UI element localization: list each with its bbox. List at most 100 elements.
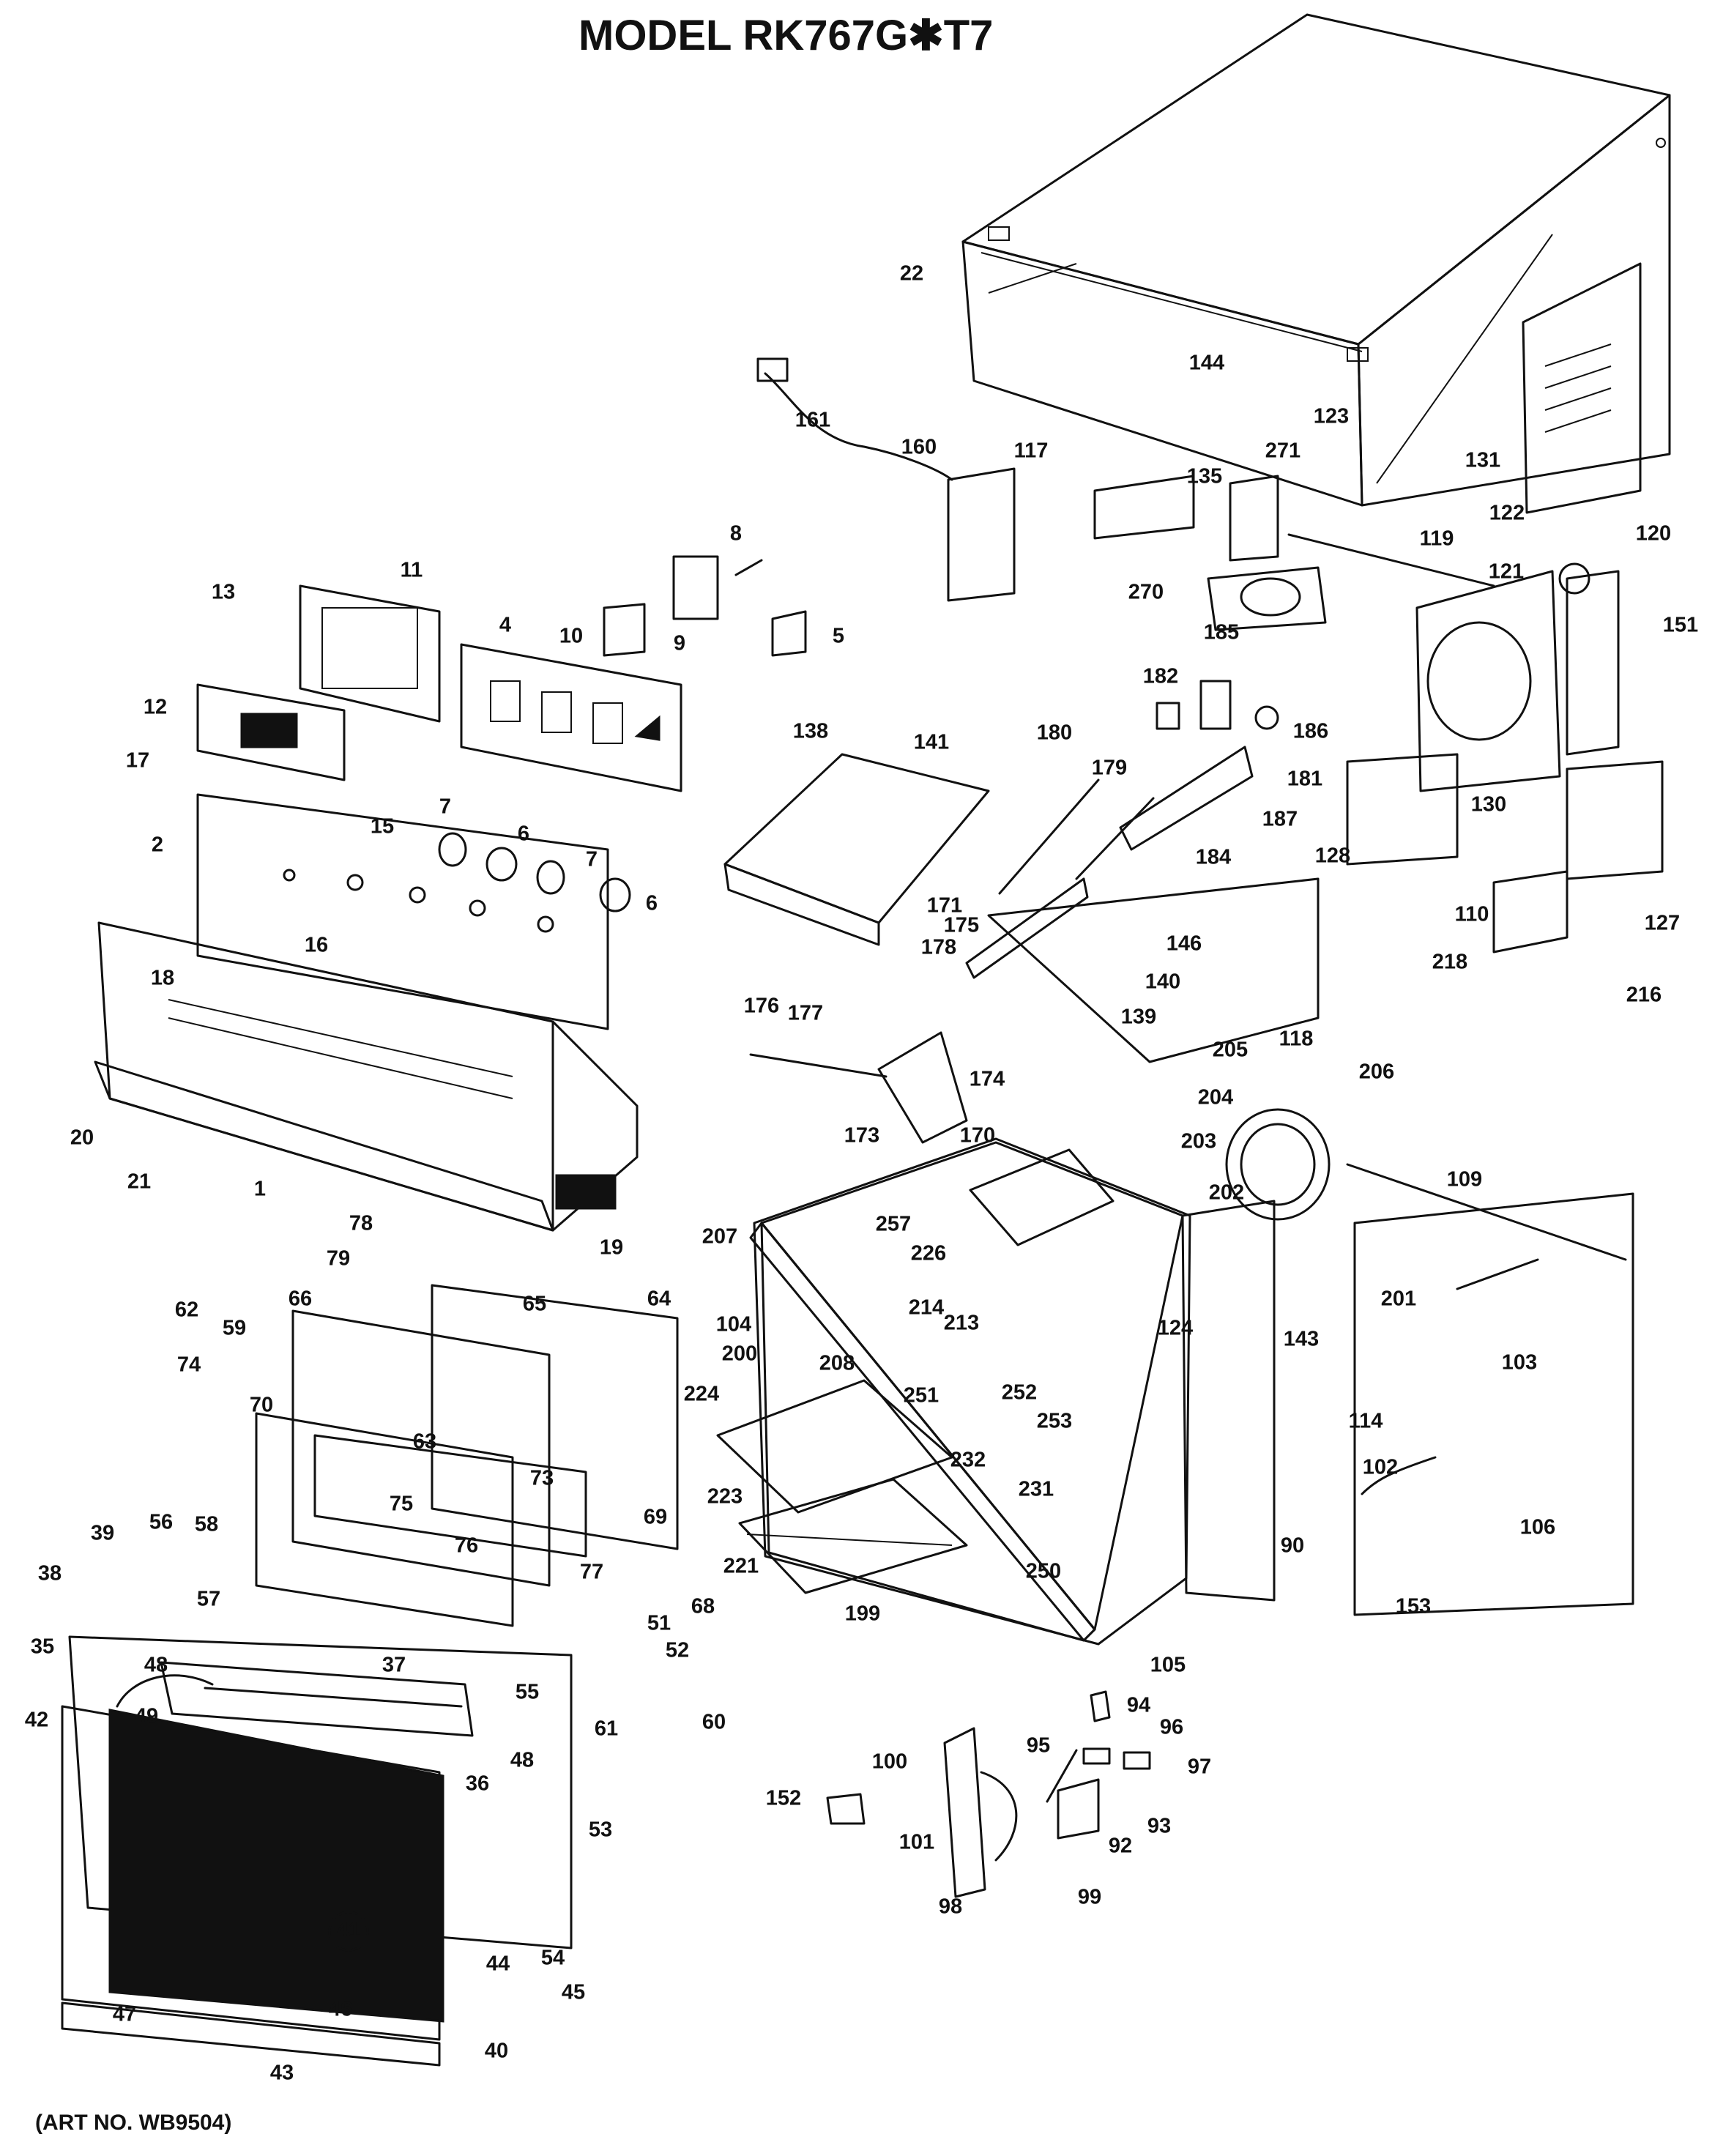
part-label-271: 271 [1265, 439, 1300, 463]
part-label-178: 178 [921, 936, 956, 959]
part-label-208: 208 [819, 1352, 855, 1375]
part-label-93: 93 [1147, 1815, 1171, 1838]
model-title: MODEL RK767G✱T7 [578, 12, 993, 59]
part-label-123: 123 [1314, 405, 1349, 428]
part-label-252: 252 [1002, 1381, 1037, 1405]
part-label-63: 63 [413, 1430, 436, 1454]
latch-mechanism [826, 1690, 1151, 1898]
side-vent-panel [1522, 262, 1642, 514]
part-label-103: 103 [1502, 1351, 1537, 1375]
part-label-250: 250 [1026, 1560, 1061, 1583]
part-label-180: 180 [1037, 721, 1072, 745]
part-label-44: 44 [486, 1952, 510, 1976]
part-label-110: 110 [1455, 903, 1489, 926]
part-label-232: 232 [950, 1449, 986, 1472]
part-label-118: 118 [1279, 1027, 1314, 1051]
part-label-11: 11 [401, 559, 423, 582]
part-label-7: 7 [439, 795, 451, 819]
part-label-185: 185 [1204, 621, 1239, 644]
part-label-138: 138 [793, 720, 828, 743]
part-label-16: 16 [305, 934, 328, 957]
oven-liner [749, 1137, 1276, 1646]
part-label-161: 161 [795, 409, 830, 432]
part-label-176: 176 [744, 995, 779, 1018]
part-label-41: 41 [337, 1919, 360, 1942]
part-label-8: 8 [730, 522, 742, 546]
part-label-206: 206 [1359, 1060, 1394, 1084]
part-label-65: 65 [523, 1293, 546, 1316]
part-label-4: 4 [499, 614, 511, 637]
part-label-231: 231 [1019, 1478, 1054, 1501]
part-label-106: 106 [1520, 1516, 1555, 1539]
part-label-52: 52 [666, 1639, 689, 1662]
part-label-224: 224 [684, 1383, 719, 1406]
part-label-35: 35 [31, 1635, 54, 1659]
part-label-146: 146 [1166, 932, 1202, 956]
part-label-66: 66 [289, 1287, 312, 1311]
part-label-70: 70 [250, 1394, 273, 1417]
part-label-55: 55 [516, 1681, 539, 1704]
part-label-171: 171 [927, 894, 962, 918]
right-side-frame [1346, 1163, 1634, 1616]
part-label-203: 203 [1181, 1130, 1216, 1153]
part-label-90: 90 [1281, 1534, 1304, 1558]
part-label-92: 92 [1109, 1835, 1132, 1858]
part-label-173: 173 [844, 1124, 879, 1148]
part-label-68: 68 [691, 1595, 715, 1618]
part-label-251: 251 [904, 1384, 939, 1408]
control-knobs [438, 832, 631, 912]
part-label-257: 257 [876, 1213, 911, 1236]
part-label-204: 204 [1198, 1086, 1233, 1109]
art-number: (ART NO. WB9504) [35, 2111, 231, 2135]
part-label-174: 174 [970, 1068, 1005, 1091]
part-label-39: 39 [91, 1522, 114, 1545]
part-label-46: 46 [329, 1998, 352, 2021]
part-label-58: 58 [195, 1513, 218, 1536]
burner-tray [723, 746, 1320, 1063]
part-label-99: 99 [1078, 1886, 1101, 1909]
part-label-37: 37 [382, 1654, 406, 1677]
part-label-117: 117 [1014, 439, 1049, 463]
part-label-76: 76 [455, 1534, 478, 1558]
part-label-179: 179 [1092, 757, 1127, 780]
fan-and-bracket-assembly [1093, 475, 1620, 792]
part-label-152: 152 [766, 1787, 801, 1810]
part-label-22: 22 [900, 262, 923, 286]
part-label-124: 124 [1158, 1317, 1193, 1340]
part-label-218: 218 [1432, 951, 1467, 974]
part-label-205: 205 [1213, 1038, 1248, 1062]
part-label-7: 7 [586, 848, 598, 871]
part-label-97: 97 [1188, 1755, 1211, 1779]
part-label-101: 101 [899, 1831, 934, 1854]
broiler-pan [716, 1379, 968, 1594]
part-label-119: 119 [1420, 527, 1454, 551]
part-label-127: 127 [1645, 912, 1680, 935]
part-label-151: 151 [1663, 614, 1698, 637]
part-label-61: 61 [595, 1717, 618, 1741]
part-label-144: 144 [1189, 352, 1224, 375]
part-label-78: 78 [349, 1212, 373, 1235]
part-label-94: 94 [1127, 1694, 1150, 1717]
part-label-43: 43 [270, 2062, 294, 2085]
part-label-170: 170 [960, 1124, 995, 1148]
part-label-253: 253 [1037, 1410, 1072, 1433]
part-label-122: 122 [1489, 502, 1525, 525]
part-label-177: 177 [788, 1002, 823, 1025]
part-label-5: 5 [833, 625, 844, 648]
part-label-47: 47 [113, 2003, 136, 2026]
oven-gasket-ring [1225, 1108, 1331, 1221]
part-label-10: 10 [559, 625, 583, 648]
part-label-226: 226 [911, 1242, 946, 1265]
part-label-207: 207 [702, 1225, 737, 1249]
part-label-98: 98 [939, 1895, 962, 1919]
part-label-40: 40 [485, 2040, 508, 2063]
part-label-186: 186 [1293, 720, 1328, 743]
part-label-15: 15 [371, 815, 394, 839]
part-label-17: 17 [126, 749, 149, 773]
part-label-184: 184 [1196, 846, 1231, 869]
box-brackets [1346, 753, 1664, 954]
part-label-6: 6 [646, 892, 658, 915]
part-label-130: 130 [1471, 793, 1506, 817]
